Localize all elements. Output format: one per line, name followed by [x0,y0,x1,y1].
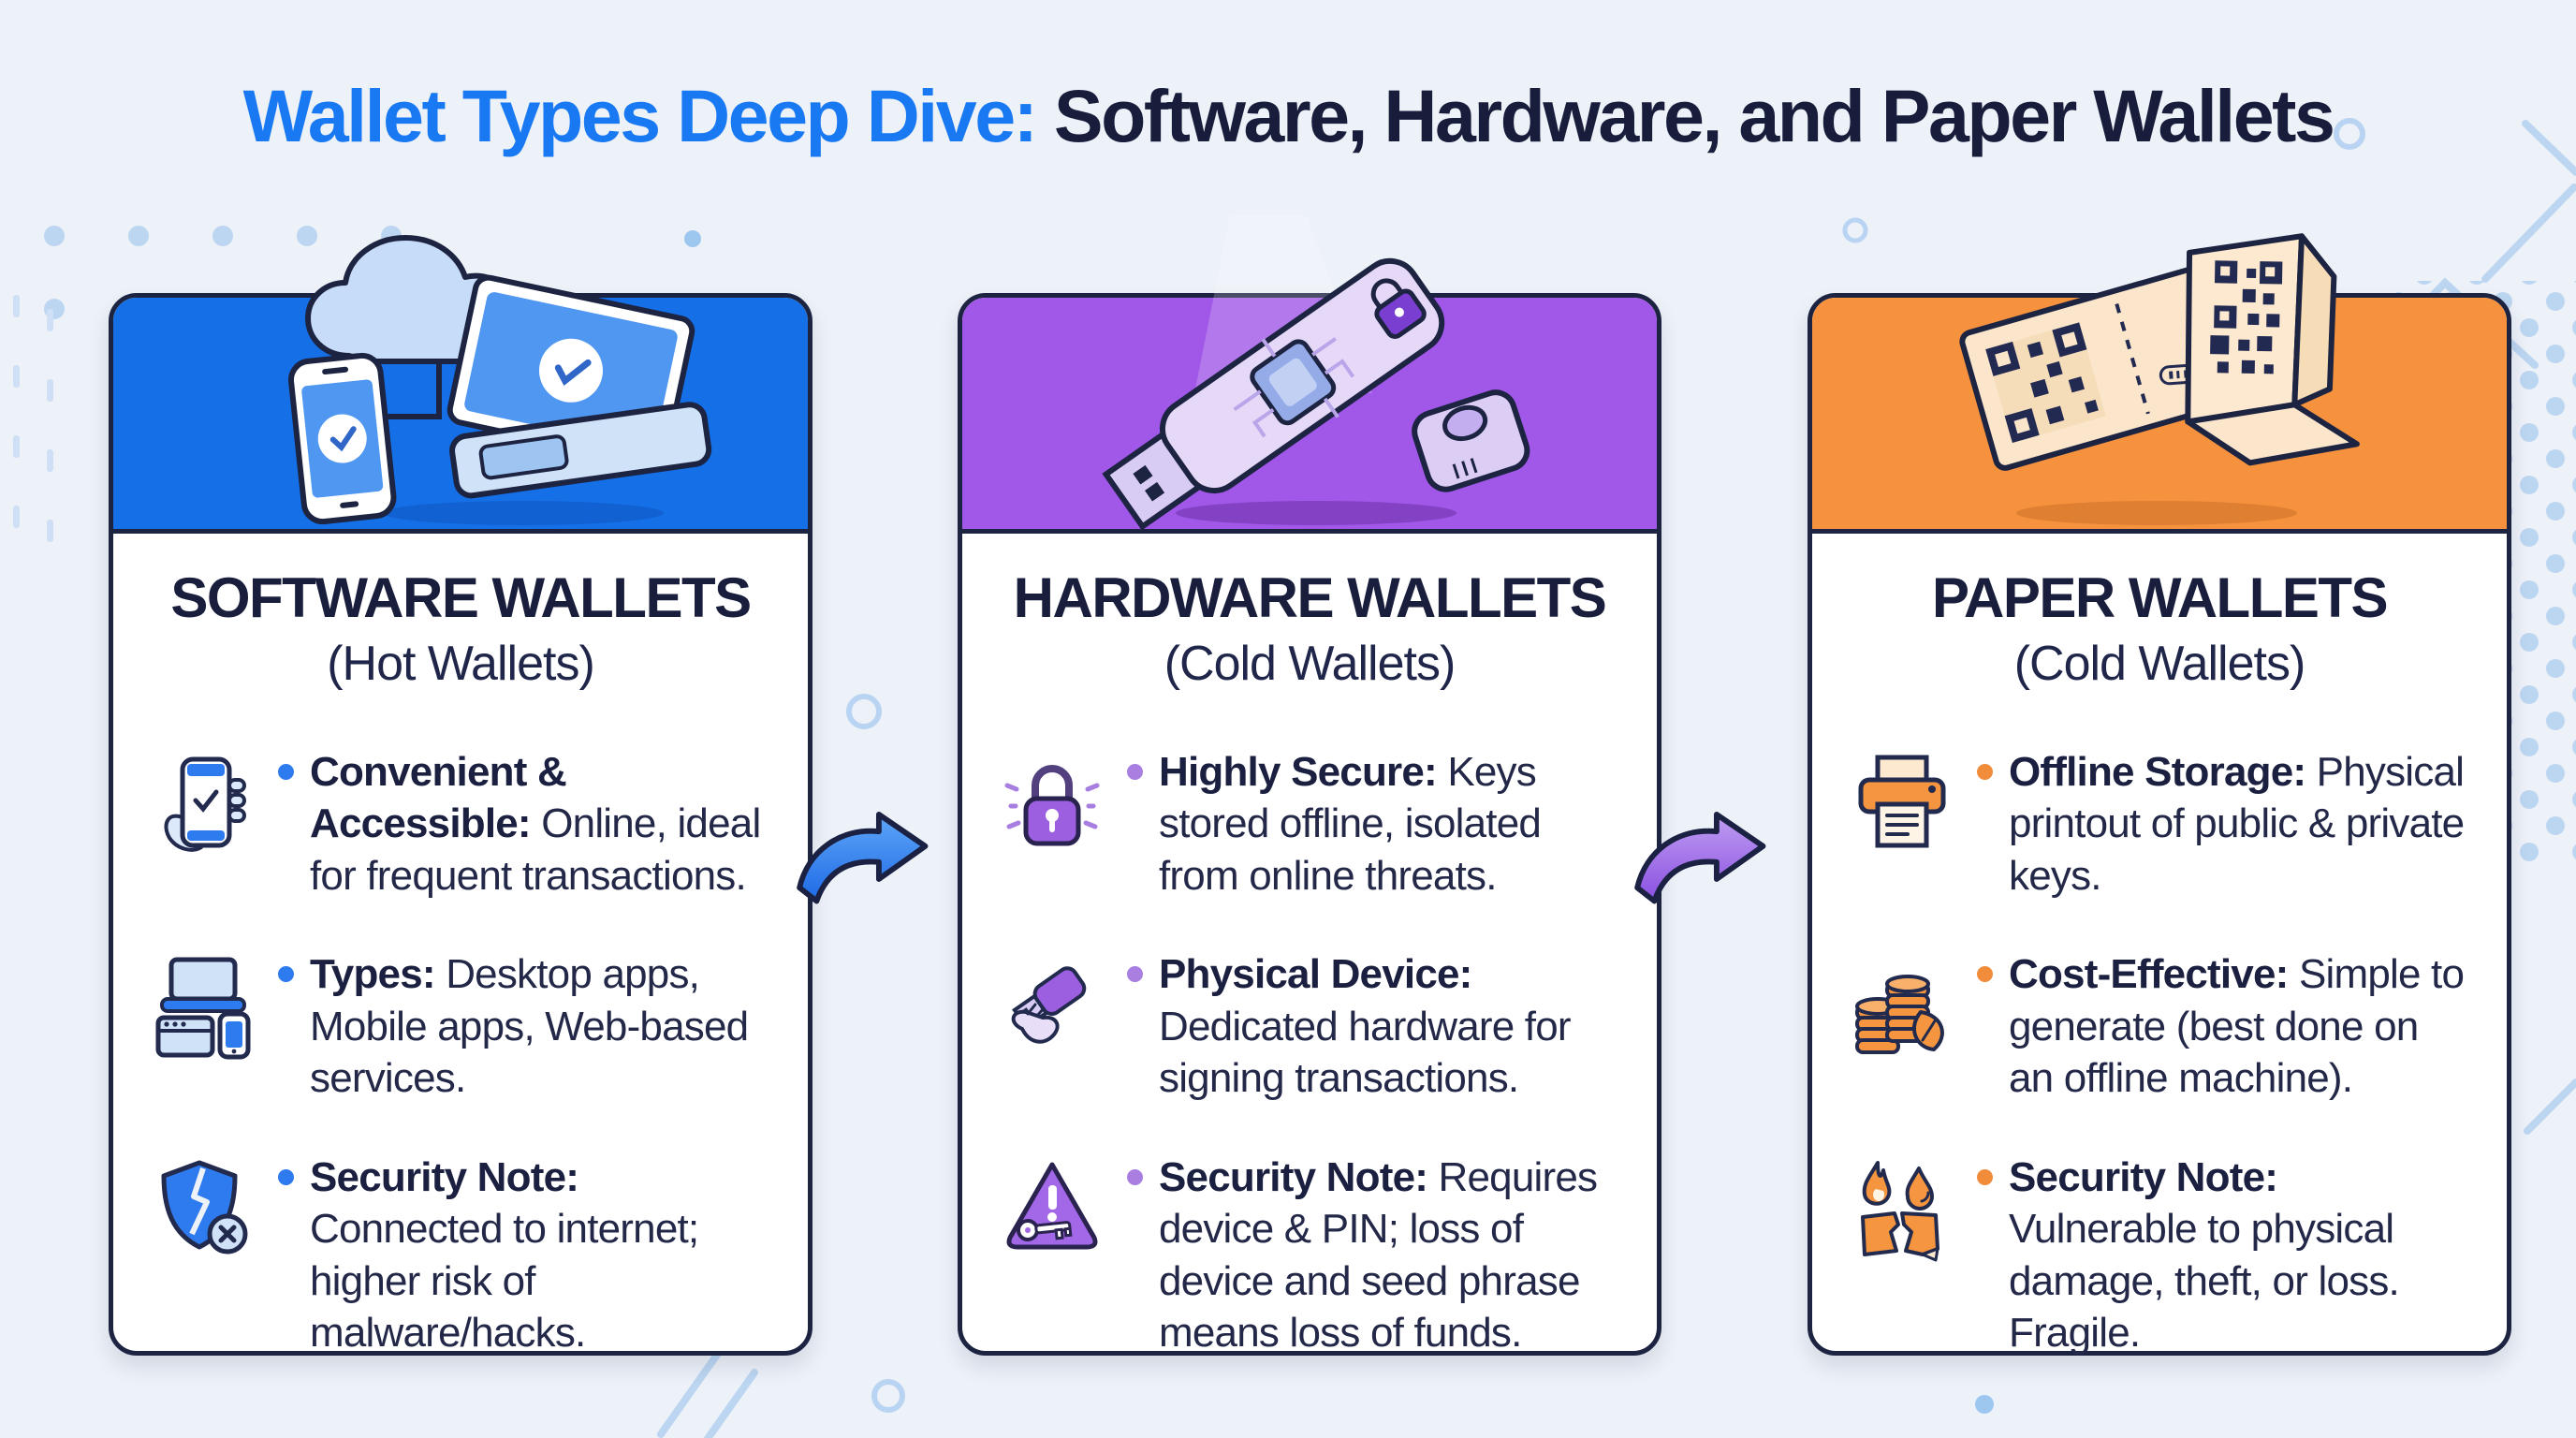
warning-key-icon [1006,1162,1098,1250]
bullet-dot [278,1168,294,1185]
burning-paper-icon [1861,1160,1939,1262]
bullet-dot [278,966,294,983]
laptop-base-shape [449,402,712,499]
card-subtitle: (Cold Wallets) [2013,637,2306,691]
cloud-laptop-phone-illustration [287,235,712,525]
bullet-convenient: Convenient & Accessible: Online, ideal f… [151,746,770,902]
bullet-dot [1127,1168,1143,1185]
card-subtitle: (Cold Wallets) [1164,637,1456,691]
bullet-highly-secure: Highly Secure: Keys stored offline, isol… [1000,746,1619,902]
card-body-software: SOFTWARE WALLETS (Hot Wallets) [113,534,808,1358]
arrow-hardware-to-paper [1634,811,1766,904]
bullet-dot [1977,764,1993,780]
deco-dot [684,230,701,247]
deco-dot [1975,1395,1994,1414]
bullet-dot [278,764,294,780]
hand-usb-icon [1011,966,1087,1044]
deco-ring [1842,217,1868,243]
card-subtitle: (Hot Wallets) [327,637,595,691]
usb-button-shape [1412,389,1530,492]
card-body-hardware: HARDWARE WALLETS (Cold Wallets) Highly [962,534,1657,1358]
card-title: SOFTWARE WALLETS [170,566,752,629]
bullet-cost-effective: Cost-Effective: Simple to generate (best… [1850,948,2469,1104]
deco-ring [846,694,882,729]
card-hardware-wallets: HARDWARE WALLETS (Cold Wallets) Highly [958,215,1661,1358]
card-header-paper [1812,233,2507,534]
folded-paper-shape [2185,233,2360,466]
bullet-types: Types: Desktop apps, Mobile apps, Web-ba… [151,948,770,1104]
card-title: PAPER WALLETS [1931,566,2389,629]
title-rest: Software, Hardware, and Paper Wallets [1053,74,2335,157]
lock-emblem [1370,278,1427,339]
bullet-dot [1977,966,1993,983]
bullet-offline-storage: Offline Storage: Physical printout of pu… [1850,746,2469,902]
card-paper-wallets: PAPER WALLETS (Cold Wallets) Offline Sto… [1808,233,2511,1358]
bullet-dot [1977,1168,1993,1185]
broken-shield-icon [161,1160,248,1255]
card-header-hardware [962,215,1657,534]
coins-leaf-icon [1855,975,1944,1055]
page-title: Wallet Types Deep Dive: Software, Hardwa… [0,73,2576,159]
printer-icon [1858,755,1946,848]
card-title: HARDWARE WALLETS [1013,566,1607,629]
arrow-software-to-hardware [797,811,929,904]
devices-icon [155,957,251,1060]
padlock-icon [1004,765,1100,846]
bullet-dot [1127,764,1143,780]
card-software-wallets: SOFTWARE WALLETS (Hot Wallets) [109,235,812,1358]
paper-qr-wallet-illustration [1959,233,2360,525]
bullet-dot [1127,966,1143,983]
hand-phone-check-icon [164,756,246,852]
card-body-paper: PAPER WALLETS (Cold Wallets) Offline Sto… [1812,534,2507,1358]
bullet-physical-device: Physical Device: Dedicated hardware for … [1000,948,1619,1104]
bullet-security-paper: Security Note: Vulnerable to physical da… [1850,1152,2469,1359]
phone-shape [287,352,397,525]
bullet-security-hardware: Security Note: Requires device & PIN; lo… [1000,1152,1619,1359]
card-header-software [113,235,808,534]
dashes-left-edge [13,295,53,542]
deco-ring [2334,118,2365,150]
deco-ring [871,1379,905,1413]
usb-hardware-wallet-illustration [1102,215,1530,531]
bullet-security-software: Security Note: Connected to internet; hi… [151,1152,770,1359]
title-highlight: Wallet Types Deep Dive: [242,74,1038,157]
usb-stick-shape [1102,257,1445,531]
